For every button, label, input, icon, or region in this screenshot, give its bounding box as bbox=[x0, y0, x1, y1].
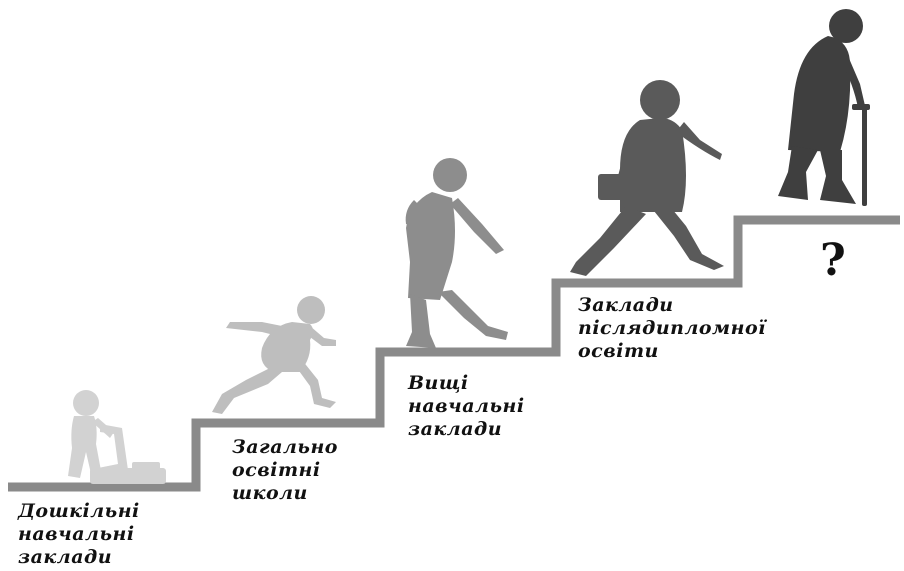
stage-label-line: Заклади bbox=[578, 294, 674, 316]
stage-label-higher: Вищі навчальні заклади bbox=[408, 372, 525, 441]
toddler-with-walker-icon bbox=[68, 390, 166, 484]
walking-adult-with-briefcase-icon bbox=[570, 80, 724, 276]
walking-youth-icon bbox=[405, 158, 508, 348]
stage-label-line: післядипломної bbox=[578, 317, 766, 339]
stage-label-line: Дошкільні bbox=[18, 500, 140, 522]
running-child-icon bbox=[212, 296, 336, 414]
stage-label-school: Загально освітні школи bbox=[232, 436, 338, 505]
staircase-line bbox=[8, 215, 900, 492]
stage-label-line: освітні bbox=[232, 459, 321, 481]
stage-label-line: освіти bbox=[578, 340, 659, 362]
elderly-with-cane-icon bbox=[778, 9, 870, 206]
stage-label-line: заклади bbox=[18, 546, 113, 568]
stage-label-line: Вищі bbox=[408, 372, 469, 394]
stage-label-line: Загально bbox=[232, 436, 338, 458]
stage-label-line: навчальні bbox=[18, 523, 135, 545]
stage-label-line: навчальні bbox=[408, 395, 525, 417]
stage-label-preschool: Дошкільні навчальні заклади bbox=[18, 500, 140, 569]
stage-label-line: школи bbox=[232, 482, 308, 504]
stage-label-line: заклади bbox=[408, 418, 503, 440]
stage-label-postgraduate: Заклади післядипломної освіти bbox=[578, 294, 766, 363]
question-mark: ? bbox=[820, 235, 846, 286]
